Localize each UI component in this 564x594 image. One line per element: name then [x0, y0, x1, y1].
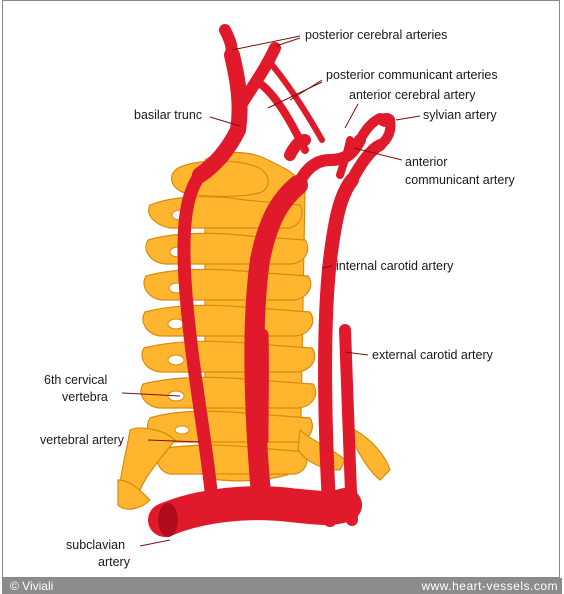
label-vertebral-artery: vertebral artery [40, 433, 125, 447]
label-external-carotid-artery: external carotid artery [372, 348, 494, 362]
label-posterior-cerebral-arteries: posterior cerebral arteries [305, 28, 447, 42]
sylvian-end [377, 113, 395, 127]
label-anterior-cerebral-artery: anterior cerebral artery [349, 88, 476, 102]
footer-bar: © Viviali www.heart-vessels.com [2, 578, 562, 594]
label-anterior: anterior [405, 155, 447, 169]
label-vertebra: vertebra [62, 390, 108, 404]
label-posterior-communicant-arteries: posterior communicant arteries [326, 68, 498, 82]
label-6th-cervical: 6th cervical [44, 373, 107, 387]
label-basilar-trunc: basilar trunc [134, 108, 202, 122]
copyright-text: © Viviali [10, 579, 53, 593]
label-internal-carotid-artery: internal carotid artery [336, 259, 454, 273]
label-sylvian-artery: sylvian artery [423, 108, 497, 122]
website-link[interactable]: www.heart-vessels.com [421, 579, 558, 593]
label-artery: artery [98, 555, 131, 569]
artery-diagram: posterior cerebral arteries posterior co… [0, 0, 564, 578]
label-communicant-artery: communicant artery [405, 173, 516, 187]
subclavian-end [158, 503, 178, 537]
label-subclavian: subclavian [66, 538, 125, 552]
